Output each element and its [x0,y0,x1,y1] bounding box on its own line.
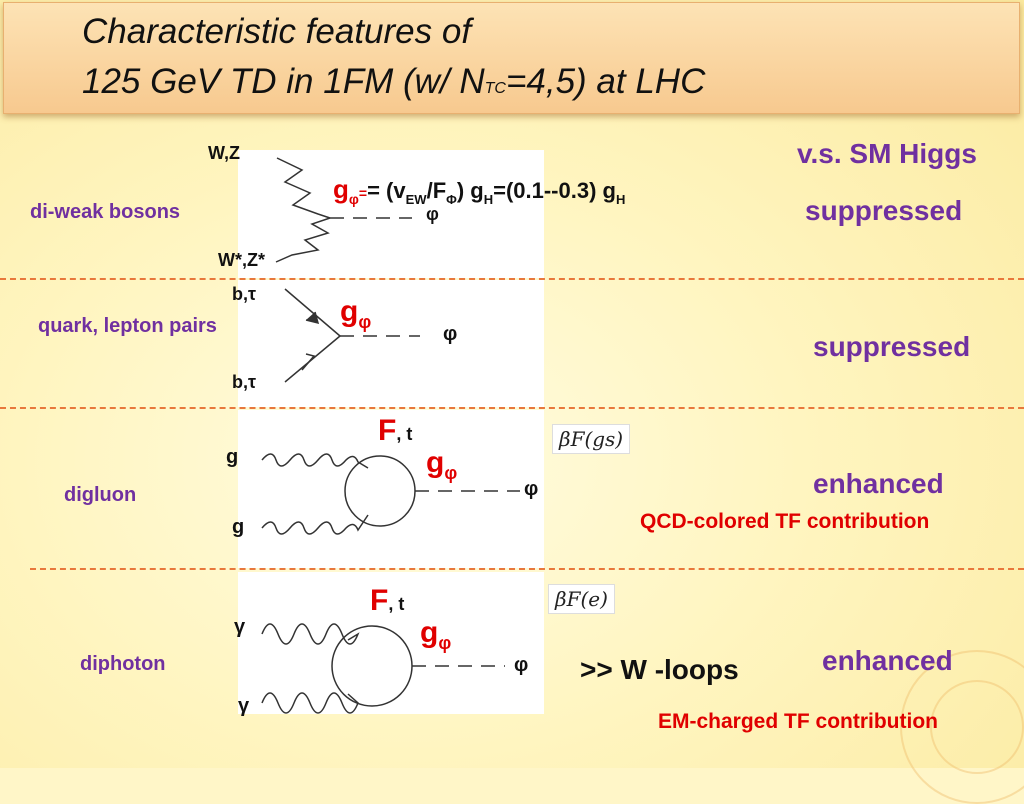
category-diphoton: diphoton [80,653,166,675]
verdict-row3: enhanced [813,468,944,499]
loop-label-row4: F, t [370,584,405,617]
note-qcd-colored: QCD-colored TF contribution [640,510,930,533]
coupling-relation: gφ== (vEW/FΦ) gH=(0.1--0.3) gH [333,174,626,208]
fermion-arrow-bottom [301,353,316,371]
category-digluon: digluon [64,484,137,506]
row-divider [30,568,1024,570]
phi-label-row3: φ [524,478,539,500]
photon-line-top [261,623,360,645]
gluon-line-bottom [261,514,369,535]
diagram-panel-fermion [238,280,544,407]
w-loops-comparison: >> W -loops [580,654,739,685]
fermion-line-bottom [284,335,341,383]
leg-label-wz: W,Z [208,143,240,163]
leg-label-b-tau-top: b,τ [232,284,257,304]
row-divider [0,407,1024,409]
coupling-g-phi-row3: gφ [426,446,458,483]
diagram-panel-gluon [238,410,544,568]
fermion-arrow-top [305,311,320,325]
category-quark-lepton-pairs: quark, lepton pairs [38,315,217,337]
photon-line-bottom [261,692,359,714]
loop-label-row3: F, t [378,414,413,447]
coupling-g-phi-row2: gφ [340,295,372,332]
leg-label-gamma-bottom: γ [238,695,250,717]
verdict-row4: enhanced [822,645,953,676]
leg-label-gamma-top: γ [234,616,246,638]
phi-label-row4: φ [514,654,529,676]
slide-title-line1: Characteristic features of [82,12,472,51]
slide-title-line2: 125 GeV TD in 1FM (w/ NTC=4,5) at LHC [82,62,706,101]
gluon-line-top [261,453,369,469]
weak-boson-line-bottom [275,217,331,263]
row-divider [0,278,1024,280]
leg-label-wz-star: W*,Z* [218,250,265,270]
weak-boson-line-top [276,157,331,219]
coupling-g-phi-row4: gφ [420,616,452,653]
vs-sm-higgs: v.s. SM Higgs [797,138,977,169]
verdict-row1: suppressed [805,195,963,226]
phi-label-row2: φ [443,323,458,345]
title-banner [3,2,1020,114]
note-em-charged: EM-charged TF contribution [658,710,938,733]
feynman-diagrams [261,157,520,714]
leg-label-g-top: g [226,446,239,468]
leg-label-g-bottom: g [232,516,245,538]
leg-label-b-tau-bottom: b,τ [232,372,257,392]
fermion-line-top [284,288,341,337]
phi-label-row1: φ [426,204,439,224]
verdict-row2: suppressed [813,331,971,362]
beta-function-e: βF(e) [548,584,615,614]
beta-function-gs: βF(gs) [552,424,631,454]
fermion-loop-photon [331,625,413,707]
category-di-weak-bosons: di-weak bosons [30,201,181,223]
fermion-loop-gluon [344,455,416,527]
